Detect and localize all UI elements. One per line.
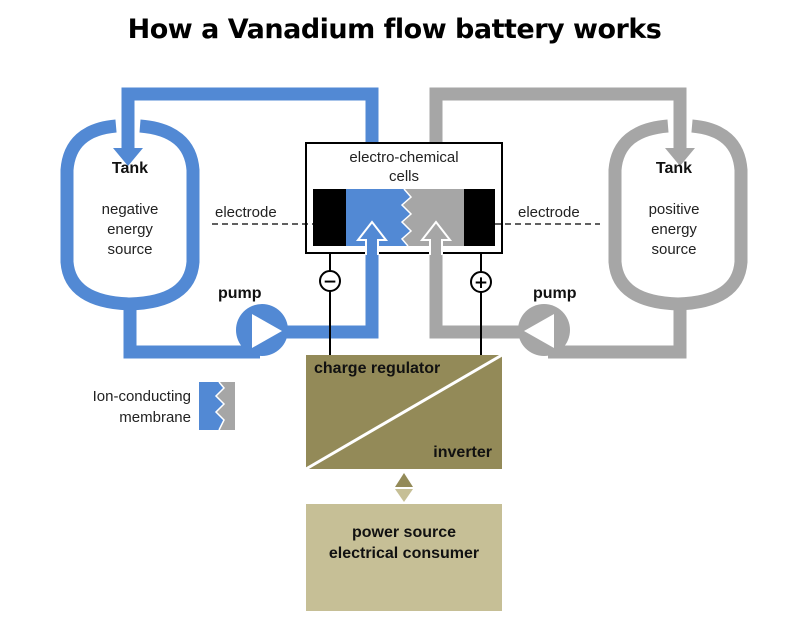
positive-loop [429,87,748,359]
negative-electrode [313,189,346,246]
power-source-line1: power source [352,524,456,541]
right-pump-arrow-icon [524,314,554,348]
right-tank-line3: source [651,241,696,258]
positive-arrow-stem [431,250,441,256]
legend-line1: Ion-conducting [93,388,191,405]
membrane-line [400,188,413,247]
right-tank-line2: energy [651,221,697,238]
negative-terminal-icon [319,270,341,292]
negative-inlet-arrow-icon [355,220,389,255]
negative-arrow-stem [367,250,377,256]
positive-terminal-symbol: + [474,273,488,293]
power-source-box [306,504,502,611]
negative-tank-outline [60,119,200,311]
legend-line2: membrane [119,409,191,426]
negative-supply-pipe-2 [270,250,379,339]
positive-tank-outline [608,119,748,311]
power-source-line2: electrical consumer [329,545,479,562]
left-tank-line3: source [107,241,152,258]
positive-terminal-icon [470,271,492,293]
positive-electrolyte [402,189,464,246]
up-arrow-icon [395,473,413,487]
charge-regulator-label: charge regulator [314,360,440,377]
positive-electrode [464,189,495,246]
legend-membrane-icon [199,381,235,431]
diagram-title: How a Vanadium flow battery works [127,14,662,45]
right-tank-title: Tank [656,160,692,177]
left-tank-line1: negative [102,201,159,218]
positive-inlet-arrow-icon [419,220,453,255]
left-pump-label: pump [218,285,262,302]
left-pump-arrow-icon [252,314,282,348]
left-electrode-label: electrode [215,204,277,221]
right-tank-line1: positive [649,201,700,218]
positive-return-pipe [429,87,687,155]
regulator-divider [305,353,503,471]
right-pump-label: pump [533,285,577,302]
positive-tank-inlet-arrow-icon [665,148,695,166]
negative-terminal-symbol: − [323,272,337,292]
down-arrow-icon [395,489,413,502]
negative-tank-inlet-arrow-icon [113,148,143,166]
left-tank-title: Tank [112,160,148,177]
negative-electrolyte [346,189,411,246]
negative-supply-pipe [123,304,260,359]
negative-loop [60,87,379,359]
cell-label-line1: electro-chemical [349,149,458,166]
right-electrode-label: electrode [518,204,580,221]
positive-supply-pipe [548,304,687,359]
positive-supply-pipe-2 [429,250,520,339]
inverter-label: inverter [433,444,492,461]
cell-label-line2: cells [389,168,419,185]
left-tank-line2: energy [107,221,153,238]
negative-return-pipe [121,87,379,155]
